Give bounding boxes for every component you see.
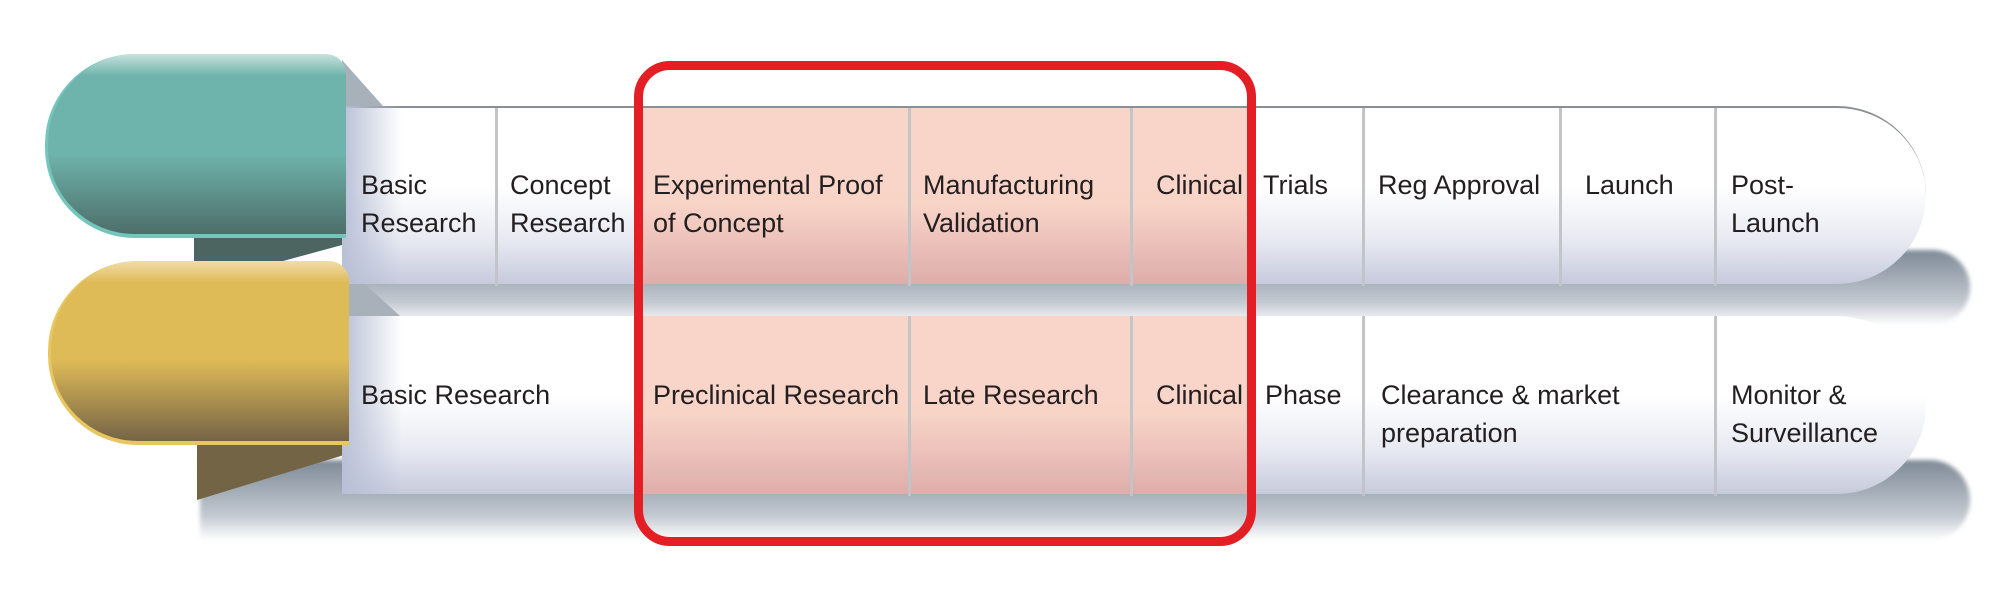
row2-divider bbox=[1362, 316, 1365, 496]
row2-divider bbox=[908, 316, 911, 496]
stage-basic-research-2: Basic Research bbox=[361, 380, 551, 410]
row1-divider bbox=[495, 108, 498, 286]
row1-left-shade bbox=[342, 106, 402, 284]
label-line: Research bbox=[510, 208, 626, 238]
row1-divider bbox=[1714, 108, 1717, 286]
stage-phase: Phase bbox=[1265, 380, 1342, 410]
row2-divider bbox=[1130, 316, 1133, 496]
stage-monitor-surveillance: Monitor & Surveillance bbox=[1731, 376, 1878, 452]
stage-clinical: Clinical bbox=[1156, 170, 1244, 200]
row2-divider bbox=[1714, 316, 1717, 496]
stage-trials: Trials bbox=[1263, 170, 1328, 200]
row2-tab bbox=[48, 261, 349, 445]
label-line: Monitor & bbox=[1731, 380, 1847, 410]
row1-divider bbox=[908, 108, 911, 286]
stage-clinical-2: Clinical bbox=[1156, 380, 1244, 410]
label-line: Surveillance bbox=[1731, 418, 1879, 448]
stage-clearance: Clearance & market preparation bbox=[1381, 376, 1620, 452]
label-line: Validation bbox=[923, 208, 1040, 238]
row1-divider bbox=[1559, 108, 1562, 286]
row1-divider bbox=[1130, 108, 1133, 286]
stage-experimental-proof: Experimental Proof of Concept bbox=[653, 166, 883, 242]
stage-post-launch: Post- Launch bbox=[1731, 166, 1820, 242]
label-line: Post- bbox=[1731, 170, 1795, 200]
stage-reg-approval: Reg Approval bbox=[1378, 170, 1541, 200]
row1-tab bbox=[45, 54, 346, 238]
stage-launch: Launch bbox=[1585, 170, 1674, 200]
stage-late-research: Late Research bbox=[923, 380, 1099, 410]
label-line: Research bbox=[361, 208, 477, 238]
label-line: Clearance & market bbox=[1381, 380, 1620, 410]
highlight-box bbox=[634, 61, 1256, 546]
label-line: Basic bbox=[361, 170, 428, 200]
row1-divider bbox=[1362, 108, 1365, 286]
label-line: Launch bbox=[1731, 208, 1820, 238]
label-line: preparation bbox=[1381, 418, 1518, 448]
row2-left-shade bbox=[342, 316, 402, 494]
row2-fold bbox=[197, 443, 344, 500]
label-line: of Concept bbox=[653, 208, 784, 238]
label-line: Concept bbox=[510, 170, 611, 200]
label-line: Experimental Proof bbox=[653, 170, 883, 200]
label-line: Manufacturing bbox=[923, 170, 1095, 200]
stage-preclinical-research: Preclinical Research bbox=[653, 380, 900, 410]
row1-fold bbox=[194, 233, 342, 270]
row1-highlight bbox=[640, 108, 1248, 284]
row2-highlight bbox=[640, 316, 1248, 494]
